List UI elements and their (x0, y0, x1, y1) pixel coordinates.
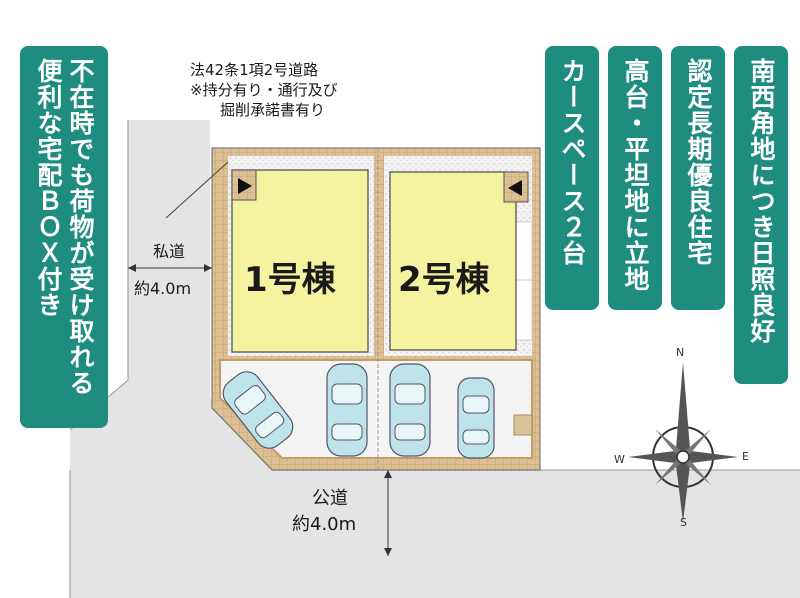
banner-long-term-housing-text: 認定長期優良住宅 (684, 58, 713, 266)
private-road-width: 約4.0m (134, 279, 192, 298)
road-note-line1: 法42条1項2号道路 (190, 61, 319, 79)
banner-corner-lot: 南西角地につき日照良好 (734, 46, 788, 384)
note-leader (165, 161, 229, 219)
dim-arrow (128, 264, 136, 272)
banner-car-space: カースペース２台 (545, 46, 599, 310)
banner-car-space-text: カースペース２台 (558, 58, 587, 266)
compass-s: S (680, 516, 687, 529)
compass-e: E (742, 450, 749, 463)
banner-corner-lot-text: 南西角地につき日照良好 (747, 58, 776, 344)
car-2 (326, 363, 368, 457)
building-2-label: 2号棟 (398, 260, 490, 300)
car-3 (389, 363, 431, 457)
compass-w: W (614, 453, 625, 466)
side-walk (513, 221, 533, 341)
compass-rose (628, 362, 738, 522)
compass-n: N (676, 346, 685, 359)
public-road-width: 約4.0m (292, 514, 357, 535)
banner-delivery-box: 不在時でも荷物が受け取れる 便利な宅配ＢＯＸ付き (20, 46, 108, 428)
private-road-name: 私道 (153, 242, 186, 261)
banner-delivery-box-text: 不在時でも荷物が受け取れる 便利な宅配ＢＯＸ付き (34, 58, 95, 396)
banner-elevated-land-text: 高台・平坦地に立地 (621, 58, 650, 292)
road-note-line2: ※持分有り・通行及び (190, 81, 338, 99)
building-1-label: 1号棟 (244, 260, 336, 300)
car-4 (457, 377, 495, 459)
public-road-name: 公道 (312, 488, 348, 509)
public-road (70, 470, 800, 598)
banner-long-term-housing: 認定長期優良住宅 (671, 46, 725, 310)
parking-area (219, 359, 533, 459)
dim-arrow (384, 548, 392, 556)
road-note-line3: 掘削承諾書有り (220, 101, 326, 119)
road-note: 法42条1項2号道路 ※持分有り・通行及び 掘削承諾書有り (190, 60, 338, 120)
entrance-arrow-1 (238, 178, 252, 194)
building-2 (389, 171, 517, 351)
private-road (70, 120, 270, 470)
car-1 (222, 371, 294, 449)
entrance-arrow-2 (508, 180, 522, 196)
dim-arrow (384, 470, 392, 478)
dim-arrow (204, 264, 212, 272)
delivery-box (513, 414, 533, 436)
banner-elevated-land: 高台・平坦地に立地 (608, 46, 662, 310)
